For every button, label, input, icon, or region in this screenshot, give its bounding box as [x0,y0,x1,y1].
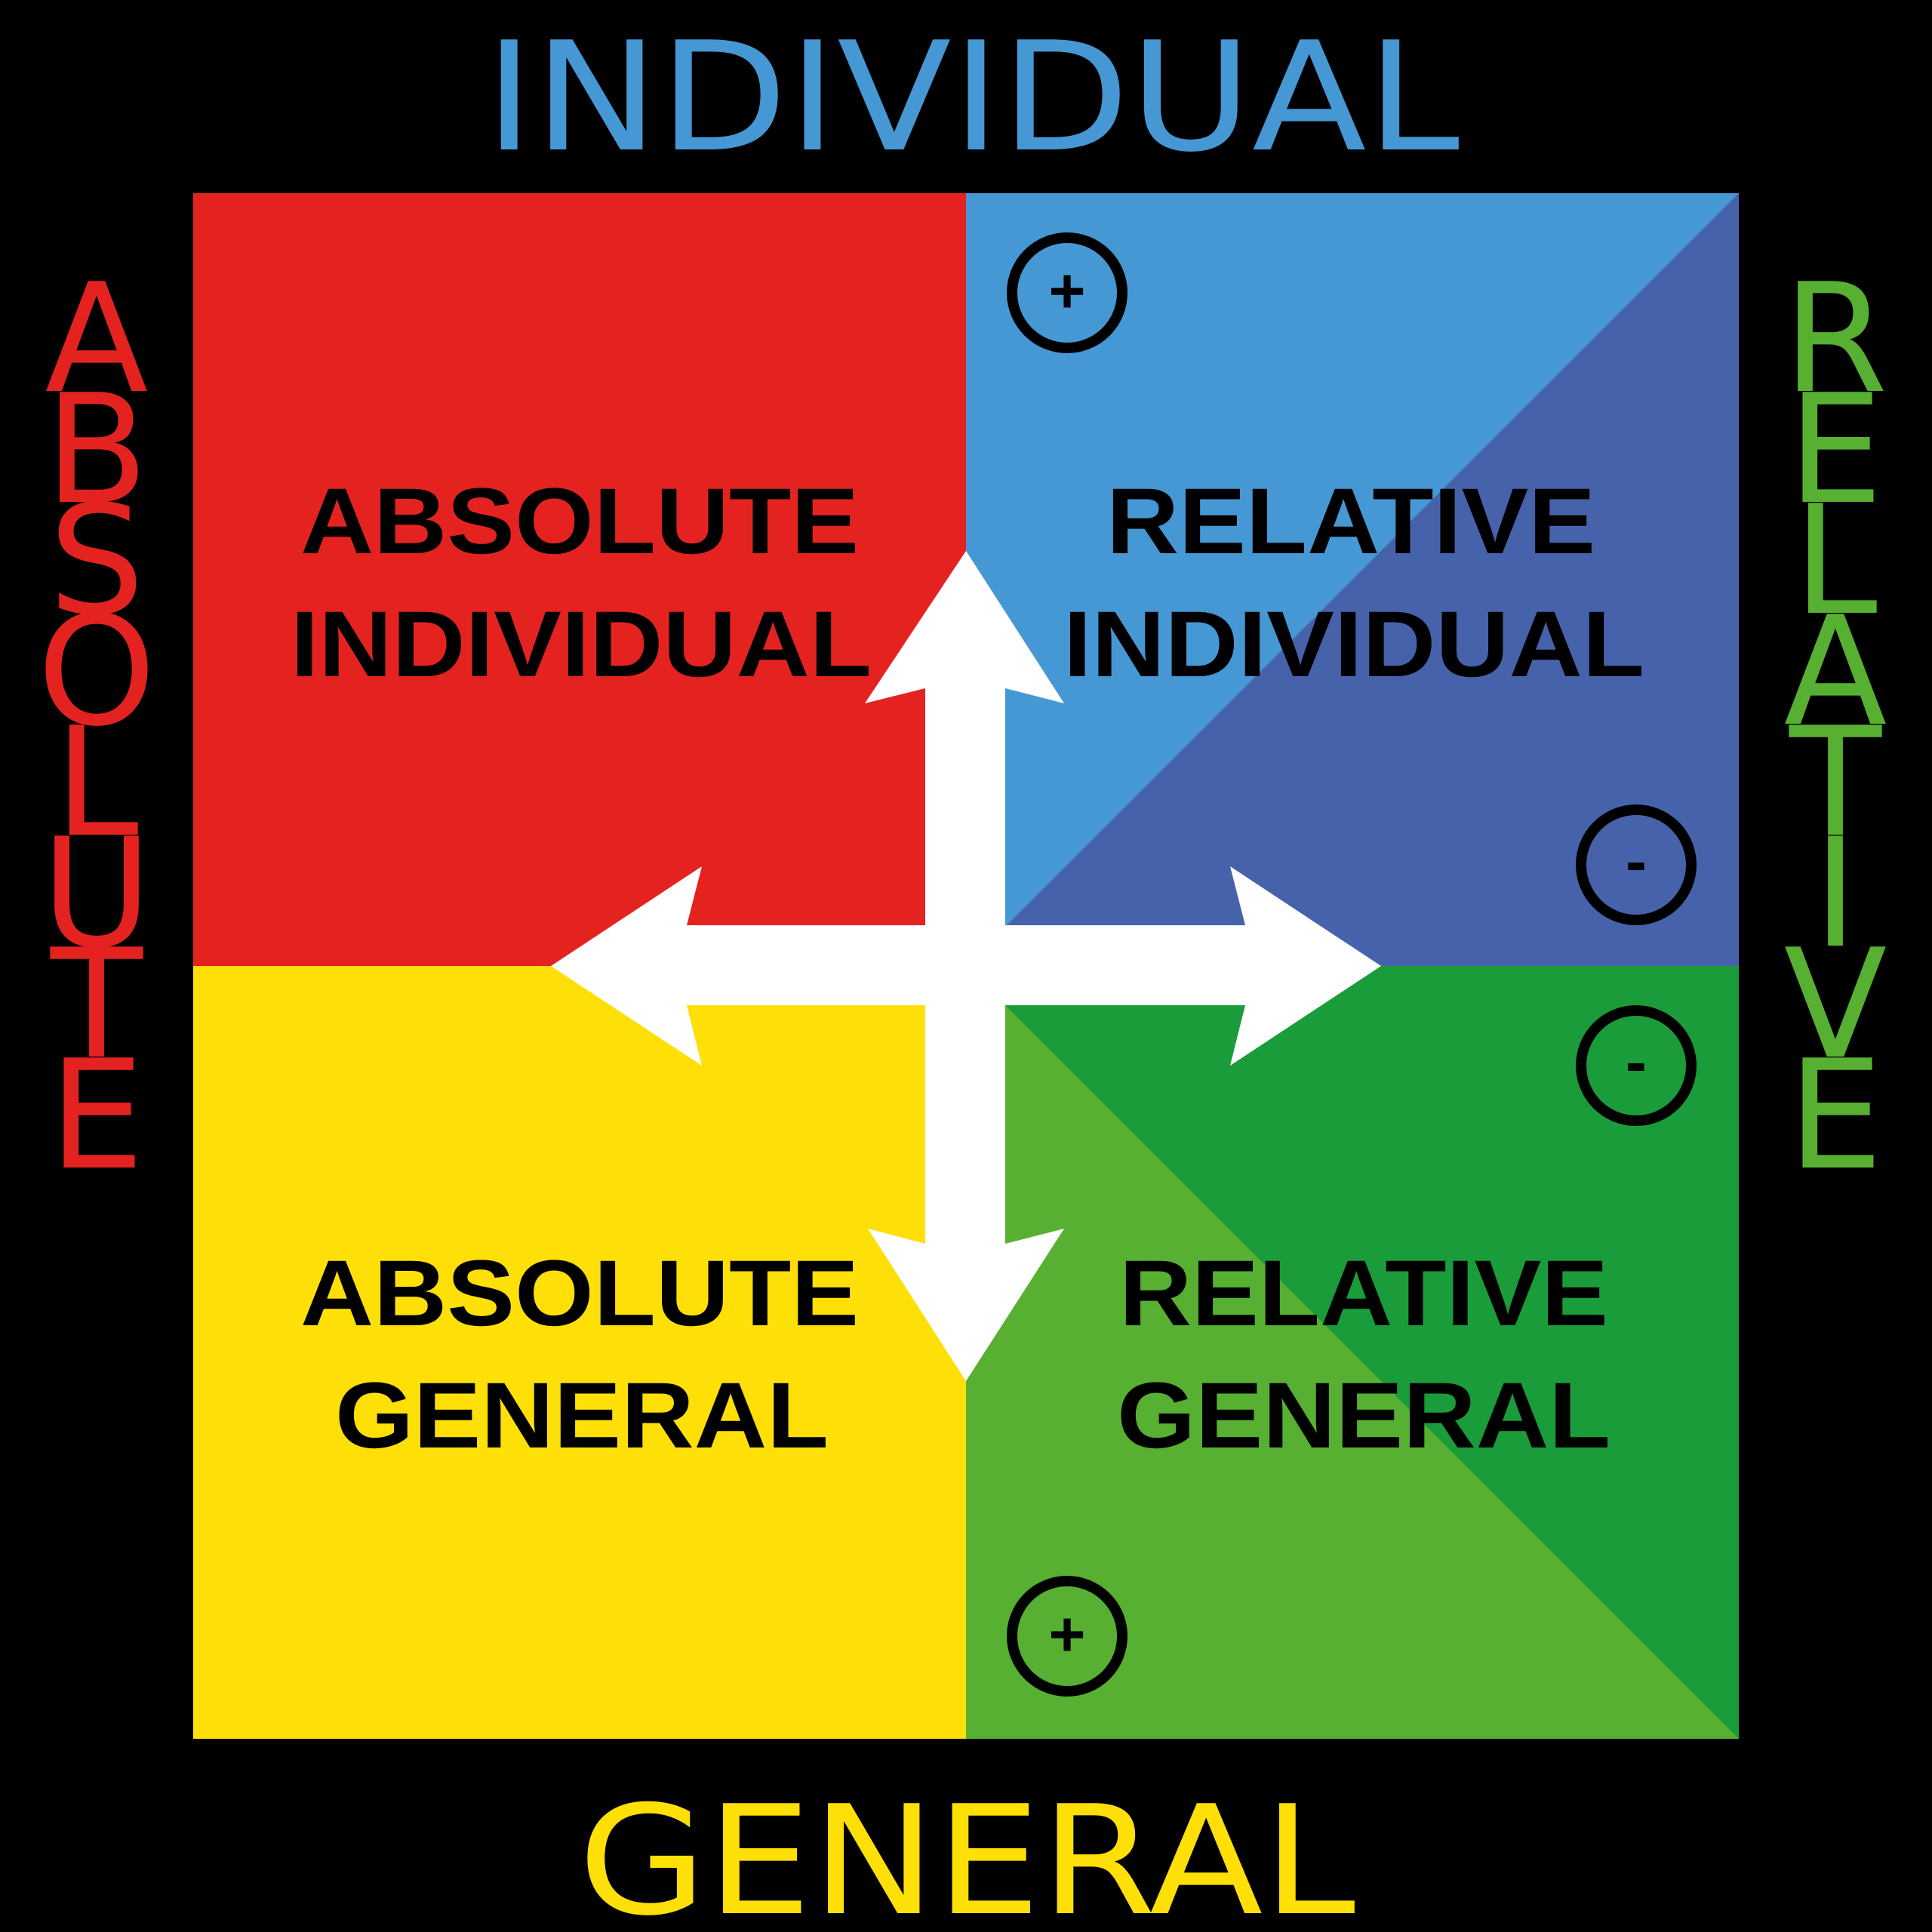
quadrant-label-relative-general: RELATIVE GENERAL [1117,1241,1611,1468]
axis-letter: R [1783,251,1888,427]
axis-letter: B [45,362,148,538]
axis-letter: L [1793,473,1877,649]
axis-letter: S [49,473,145,649]
axis-letter: A [45,251,149,427]
quadrant-absolute-individual [193,193,966,966]
quadrant-absolute-general [193,966,966,1739]
quadrant-label-line: ABSOLUTE [300,469,859,574]
axis-letter: E [1788,362,1883,538]
quadrant-label-absolute-general: ABSOLUTE GENERAL [300,1241,859,1468]
minus-circle-icon: - [1576,1005,1697,1126]
axis-letter: T [50,917,143,1093]
arrow-horizontal-bar [679,925,1253,1005]
four-way-arrow [551,551,1381,1381]
quadrant-relative-individual [966,193,1739,966]
arrow-right-head [1230,866,1381,1066]
quadrant-label-line: INDIVIDUAL [1063,592,1644,697]
plus-sign: + [1048,1598,1085,1669]
minus-circle-icon: - [1576,804,1697,925]
plus-circle-icon: + [1007,1576,1128,1697]
arrow-left-head [551,866,702,1066]
axis-letter: E [49,1028,144,1204]
axis-letter: A [1784,584,1887,760]
minus-sign: - [1626,1026,1647,1097]
axis-letter: T [1789,695,1882,871]
quadrant-label-line: ABSOLUTE [300,1241,859,1346]
axis-letter: L [54,695,138,871]
quadrant-label-line: GENERAL [335,1364,829,1468]
arrow-down-head [868,1229,1064,1381]
quadrant-label-line: RELATIVE [1106,469,1595,574]
axis-letter: I [1814,806,1858,982]
plus-sign: + [1048,255,1085,326]
quadrant-label-relative-individual: RELATIVE INDIVIDUAL [1063,469,1644,697]
quadrant-relative-general [966,966,1739,1739]
quadrant-label-line: INDIVIDUAL [291,592,872,697]
axis-label-top: INDIVIDUAL [485,10,1460,186]
quadrant-label-line: RELATIVE [1119,1241,1608,1346]
axis-letter: V [1784,917,1887,1093]
quadrant-label-absolute-individual: ABSOLUTE INDIVIDUAL [291,469,872,697]
plus-circle-icon: + [1007,232,1128,353]
quadrant-label-line: GENERAL [1117,1364,1611,1468]
arrow-up-head [865,551,1064,703]
axis-letter: E [1788,1028,1883,1204]
axis-letter: U [42,806,152,982]
minus-sign: - [1626,826,1647,897]
axis-label-bottom: GENERAL [578,1774,1355,1932]
axis-letter: O [37,584,155,760]
